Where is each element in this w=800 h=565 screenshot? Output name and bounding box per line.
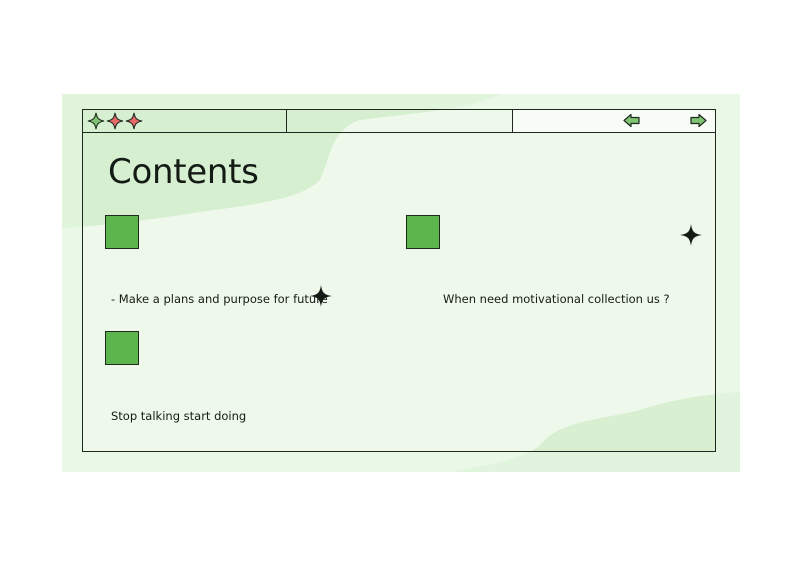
window-controls [87,112,143,130]
browser-window-frame [82,109,716,452]
titlebar-right-segment [513,110,715,132]
arrow-left-icon[interactable] [623,113,641,128]
item-text-3: Stop talking start doing [111,409,247,423]
item-text-1: - Make a plans and purpose for future [111,292,328,306]
window-titlebar [83,110,715,133]
sparkle-green-icon[interactable] [87,112,105,130]
item-text-2: When need motivational collection us ? [443,292,670,306]
item-marker-2 [406,215,440,249]
item-marker-3 [105,331,139,365]
page-title: Contents [108,152,259,192]
titlebar-middle-segment [287,110,513,132]
item-marker-1 [105,215,139,249]
sparkle-red-icon[interactable] [125,112,143,130]
arrow-right-icon[interactable] [689,113,707,128]
sparkle-red-icon[interactable] [106,112,124,130]
sparkle-black-icon [310,285,332,307]
sparkle-black-icon [680,224,702,246]
titlebar-left-segment [83,110,287,132]
